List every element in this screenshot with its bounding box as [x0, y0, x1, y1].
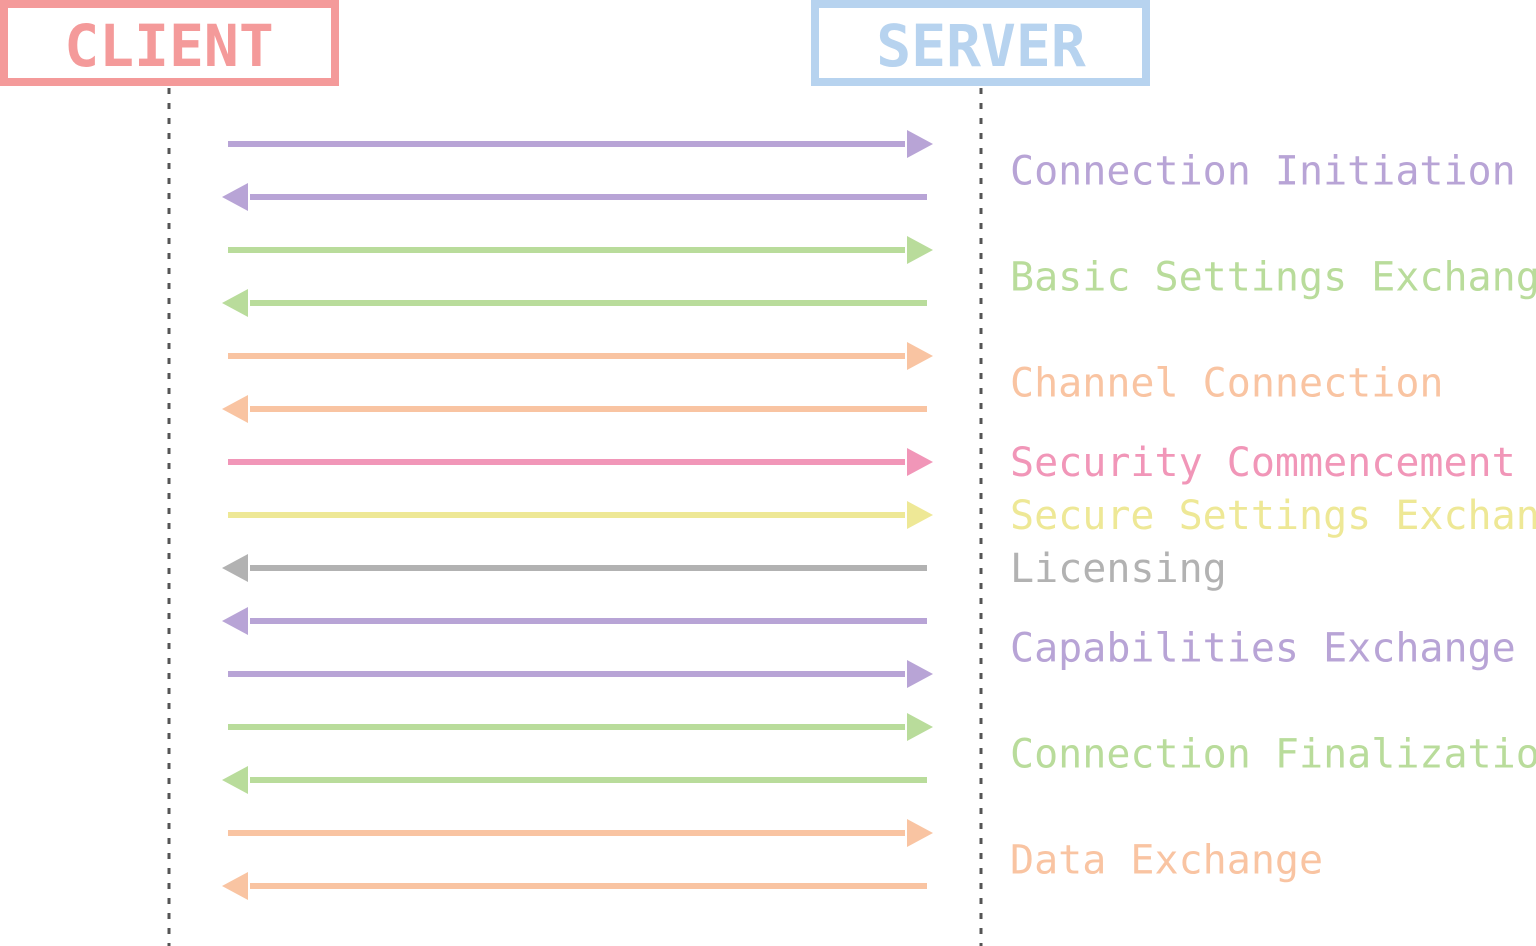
- phase-label: Channel Connection: [1010, 361, 1443, 407]
- arrowhead: [222, 766, 248, 794]
- arrowhead: [907, 342, 933, 370]
- arrowhead: [907, 819, 933, 847]
- phase-label: Data Exchange: [1010, 838, 1323, 884]
- arrowhead: [222, 395, 248, 423]
- server-actor-label: SERVER: [876, 12, 1086, 80]
- arrowhead: [222, 554, 248, 582]
- phase-label: Connection Initiation: [1010, 149, 1516, 195]
- arrowhead: [222, 289, 248, 317]
- client-actor-label: CLIENT: [64, 12, 274, 80]
- arrowhead: [907, 660, 933, 688]
- phase-label: Basic Settings Exchange: [1010, 255, 1536, 301]
- phase-label: Licensing: [1010, 546, 1227, 592]
- arrowhead: [907, 501, 933, 529]
- server-actor-box: [811, 0, 1150, 86]
- phase-label: Capabilities Exchange: [1010, 626, 1516, 672]
- message-arrows: [222, 130, 933, 900]
- phase-label: Security Commencement: [1010, 440, 1516, 486]
- client-actor-box: [0, 0, 339, 86]
- phase-label: Connection Finalization: [1010, 732, 1536, 778]
- phase-label: Secure Settings Exchange: [1010, 493, 1536, 539]
- arrowhead: [222, 183, 248, 211]
- arrowhead: [907, 448, 933, 476]
- arrowhead: [222, 872, 248, 900]
- arrowhead: [907, 130, 933, 158]
- arrowhead: [907, 236, 933, 264]
- arrowhead: [907, 713, 933, 741]
- arrowhead: [222, 607, 248, 635]
